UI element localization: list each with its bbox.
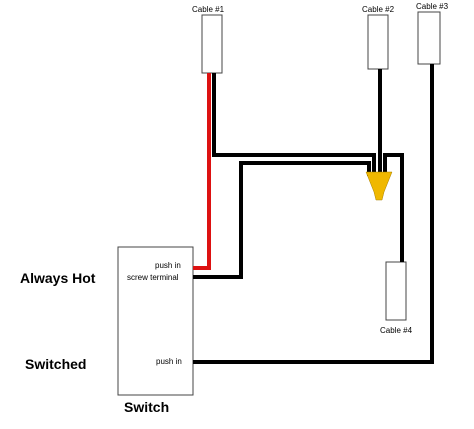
switch-title: Switch (124, 399, 169, 415)
screw-terminal-wire (193, 161, 371, 279)
switch-box (117, 246, 194, 396)
cable-2-label: Cable #2 (362, 5, 395, 14)
cable-4-box (385, 261, 407, 321)
push-in-top-label: push in (155, 261, 181, 270)
hot-wire (193, 73, 211, 270)
wire-nut (365, 171, 393, 201)
cable-1-neutral-wire (212, 73, 376, 176)
wires (193, 64, 434, 364)
cable-2-box (367, 14, 389, 70)
switched-label: Switched (25, 356, 86, 372)
switched-wire (193, 64, 434, 364)
cable-1-box (201, 14, 223, 74)
cable-1-label: Cable #1 (192, 5, 225, 14)
always-hot-label: Always Hot (20, 270, 96, 286)
cable-3-label: Cable #3 (416, 2, 449, 11)
screw-terminal-label: screw terminal (127, 273, 179, 282)
push-in-bottom-label: push in (156, 357, 182, 366)
cable-4-wire (383, 153, 404, 262)
cable-3-box (417, 11, 441, 65)
cable-4-label: Cable #4 (380, 326, 413, 335)
